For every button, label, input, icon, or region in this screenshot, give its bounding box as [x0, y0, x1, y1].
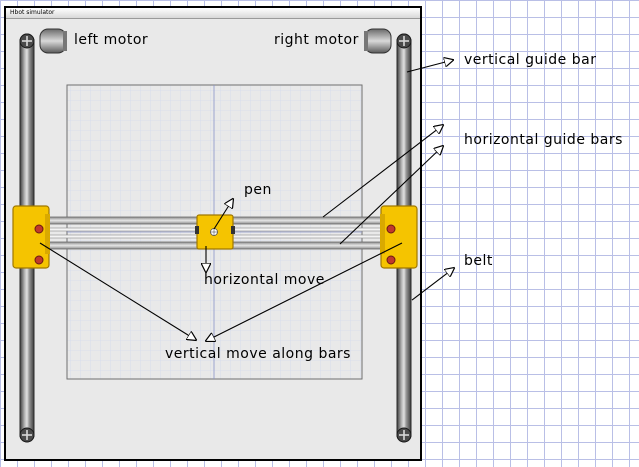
label-left-motor: left motor [74, 32, 149, 48]
label-vertical-guide-bar: vertical guide bar [464, 52, 597, 68]
label-pen: pen [244, 182, 272, 198]
label-vertical-move: vertical move along bars [165, 346, 351, 362]
arrow-pen [213, 199, 233, 230]
arrow-vertical-move-right [206, 242, 403, 341]
left-carriage [12, 205, 50, 269]
pulley-top-left [19, 33, 35, 49]
pulley-bottom-left [19, 427, 35, 443]
arrow-horizontal-guide-bar-upper [322, 125, 443, 218]
label-horizontal-guide-bars: horizontal guide bars [464, 132, 623, 148]
annotation-arrows [39, 60, 454, 341]
arrow-vertical-move-left [39, 242, 196, 340]
arrow-horizontal-guide-bar-lower [339, 146, 443, 245]
label-right-motor: right motor [274, 32, 359, 48]
right-motor [364, 28, 392, 54]
arrow-vertical-guide-bar [406, 60, 453, 73]
label-belt: belt [464, 253, 493, 269]
pen-carriage [195, 214, 235, 250]
pulley-bottom-right [396, 427, 412, 443]
left-motor [39, 28, 67, 54]
right-carriage [380, 205, 418, 269]
window-title: Hbot simulator [6, 8, 420, 19]
pulley-top-right [396, 33, 412, 49]
arrow-belt [411, 268, 454, 301]
label-horizontal-move: horizontal move [204, 272, 325, 288]
